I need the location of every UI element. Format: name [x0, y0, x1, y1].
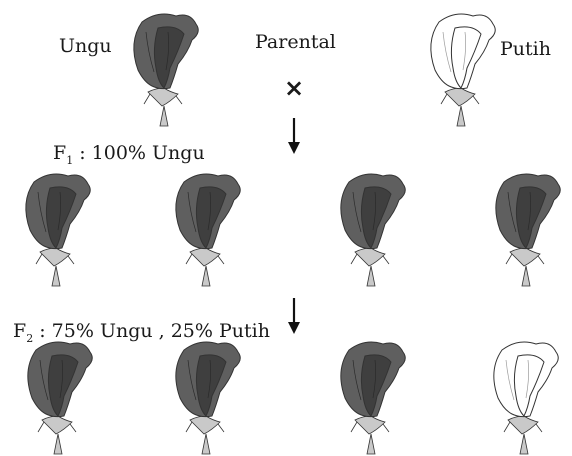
parent-purple-flower — [118, 8, 214, 128]
arrow-down-icon — [288, 118, 300, 154]
parent-white-flower — [415, 8, 511, 128]
f1-flower-1 — [10, 168, 106, 288]
arrow-down-icon — [288, 298, 300, 334]
f2-text: : 75% Ungu , 25% Putih — [33, 320, 270, 342]
parent-white-label: Putih — [500, 38, 551, 60]
f2-flower-1 — [12, 336, 108, 456]
f1-flower-2 — [160, 168, 256, 288]
f2-label: F2 : 75% Ungu , 25% Putih — [13, 320, 270, 345]
f2-flower-4 — [478, 336, 572, 456]
f1-flower-3 — [325, 168, 421, 288]
parent-purple-label: Ungu — [59, 35, 112, 57]
f2-gen: F — [13, 320, 27, 342]
f1-gen: F — [53, 142, 67, 164]
parental-label: Parental — [255, 31, 336, 53]
f2-flower-2 — [160, 336, 256, 456]
f1-flower-4 — [480, 168, 572, 288]
f1-sub: 1 — [66, 153, 74, 167]
f1-label: F1 : 100% Ungu — [53, 142, 205, 167]
cross-symbol: × — [284, 74, 305, 102]
f1-text: : 100% Ungu — [73, 142, 205, 164]
f2-sub: 2 — [26, 331, 34, 345]
f2-flower-3 — [325, 336, 421, 456]
